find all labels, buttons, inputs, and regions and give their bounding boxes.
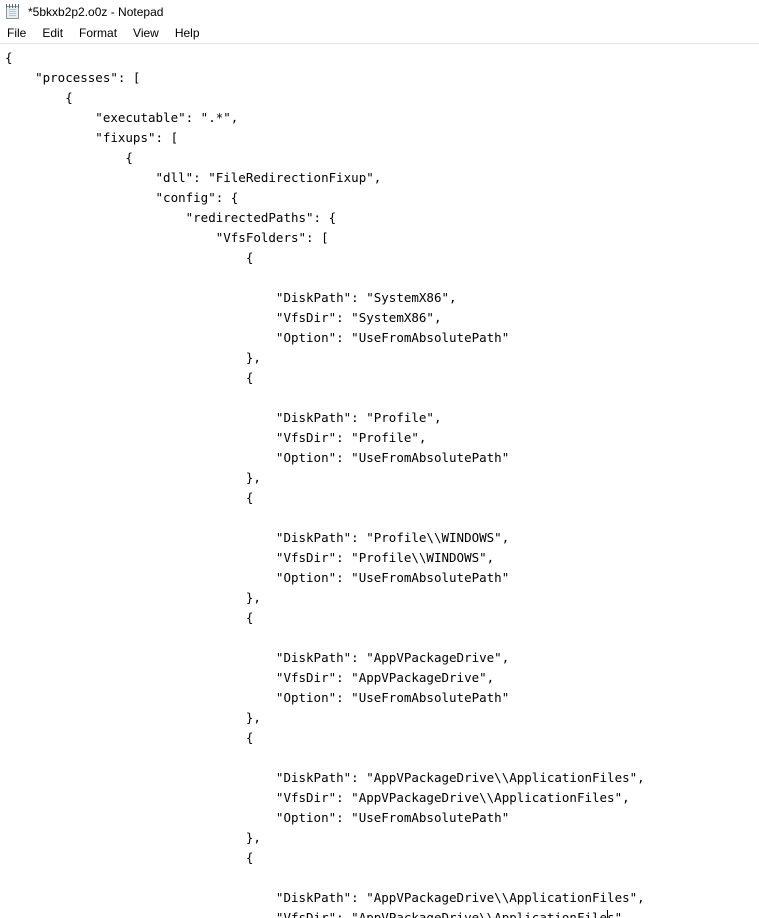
title-bar: *5bkxb2p2.o0z - Notepad	[0, 0, 759, 24]
text-caret	[607, 910, 609, 918]
menu-item-file[interactable]: File	[7, 26, 27, 40]
document-text[interactable]: { "processes": [ { "executable": ".*", "…	[0, 48, 759, 918]
text-before-caret: { "processes": [ { "executable": ".*", "…	[5, 50, 645, 918]
menu-item-help[interactable]: Help	[174, 26, 200, 40]
text-editor-area[interactable]: { "processes": [ { "executable": ".*", "…	[0, 44, 759, 918]
menu-bar: File Edit Format View Help	[0, 24, 759, 44]
text-after-caret: s", "Option": "UseFromAbsolutePath" } ] …	[607, 910, 630, 918]
menu-item-edit[interactable]: Edit	[42, 26, 64, 40]
menu-item-view[interactable]: View	[133, 26, 159, 40]
notepad-icon	[5, 4, 21, 20]
window-title: *5bkxb2p2.o0z - Notepad	[28, 5, 164, 19]
menu-item-format[interactable]: Format	[79, 26, 118, 40]
